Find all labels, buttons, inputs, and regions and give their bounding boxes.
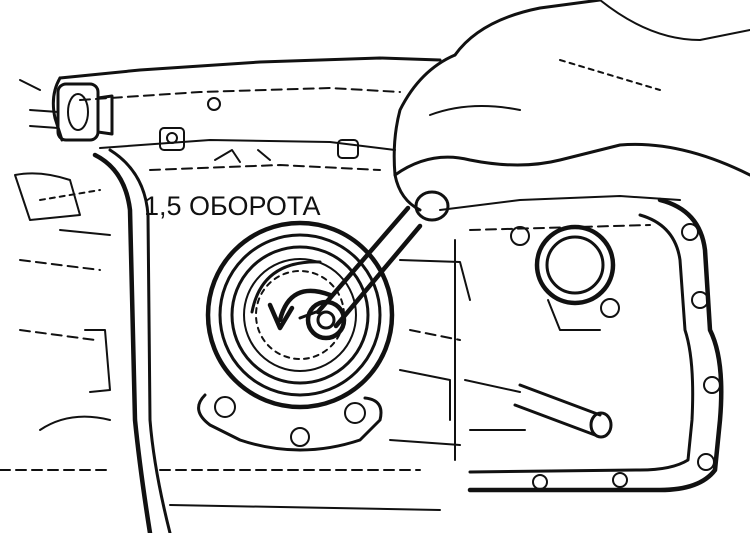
interior-details [389,259,471,446]
rotation-annotation: 1,5 ОБОРОТА [144,191,321,221]
lower-flange [159,393,441,511]
hand [392,0,750,212]
wrench [298,190,450,341]
right-housing [454,197,724,493]
upper-bosses [159,97,359,163]
lower-tube [464,379,613,439]
crankshaft-seal [205,220,395,410]
left-gasket-frame [0,148,172,533]
bolt-head-top-left [29,82,114,142]
engine-block-top [19,56,442,171]
inlet-ring [510,224,620,331]
